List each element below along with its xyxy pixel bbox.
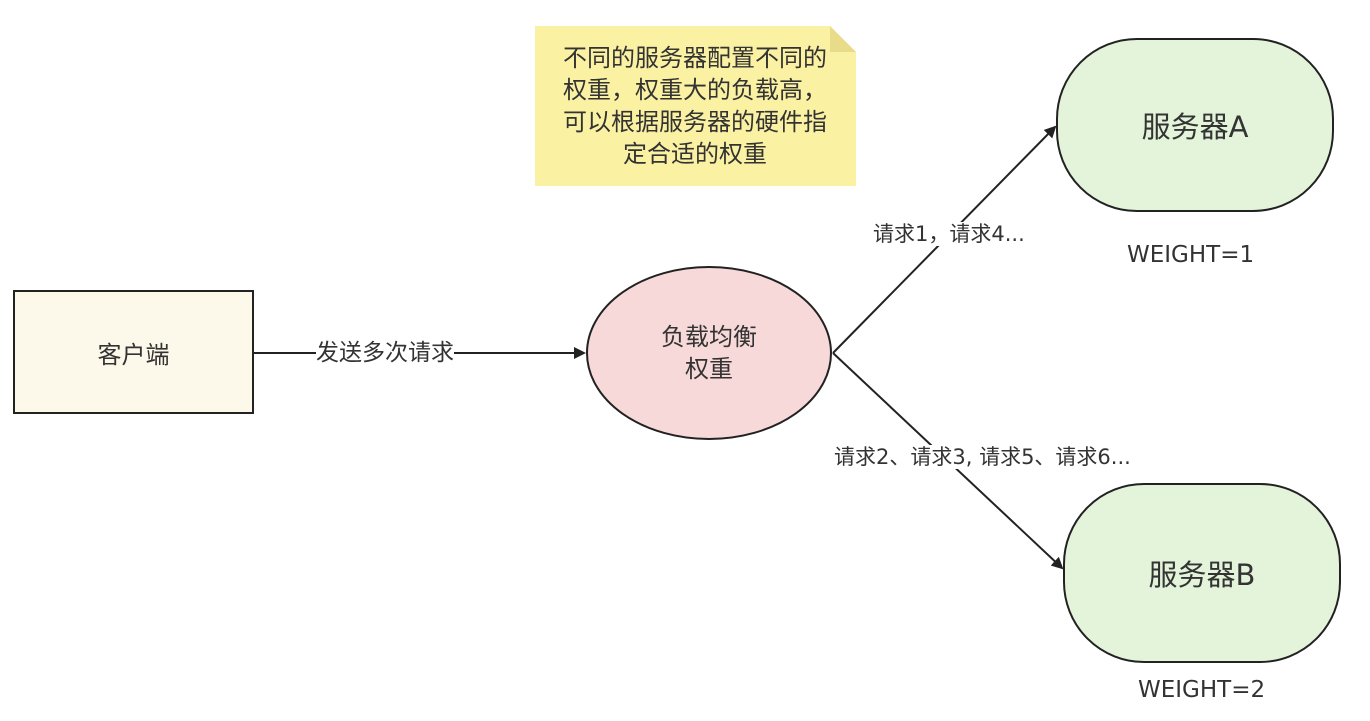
load-balancer-node[interactable] [586, 266, 832, 440]
server-a-node[interactable] [1056, 38, 1334, 212]
server-a-weight: WEIGHT=1 [1127, 242, 1255, 268]
server-b-node[interactable] [1063, 483, 1341, 663]
note-text: 不同的服务器配置不同的 权重，权重大的负载高， 可以根据服务器的硬件指 定合适的… [540, 42, 850, 170]
server-a-label: 服务器A [1141, 110, 1249, 144]
server-b-weight: WEIGHT=2 [1138, 677, 1266, 703]
note-line: 定合适的权重 [623, 140, 767, 168]
edge-label-balancer-to-server-a: 请求1，请求4... [873, 222, 1025, 246]
sticky-note[interactable] [535, 26, 856, 186]
server-b-label: 服务器B [1148, 558, 1256, 592]
edge-label-balancer-to-server-b: 请求2、请求3, 请求5、请求6... [834, 445, 1131, 469]
client-box[interactable] [13, 290, 254, 414]
load-balancer-label-line1: 负载均衡 [661, 323, 757, 351]
client-label: 客户端 [97, 340, 170, 369]
edge-label-client-to-balancer: 发送多次请求 [316, 340, 454, 366]
note-line: 不同的服务器配置不同的 [563, 44, 827, 72]
note-line: 可以根据服务器的硬件指 [563, 108, 827, 136]
load-balancer-label: 负载均衡 权重 [587, 267, 831, 439]
note-line: 权重，权重大的负载高， [563, 76, 827, 104]
load-balancer-label-line2: 权重 [685, 355, 733, 383]
